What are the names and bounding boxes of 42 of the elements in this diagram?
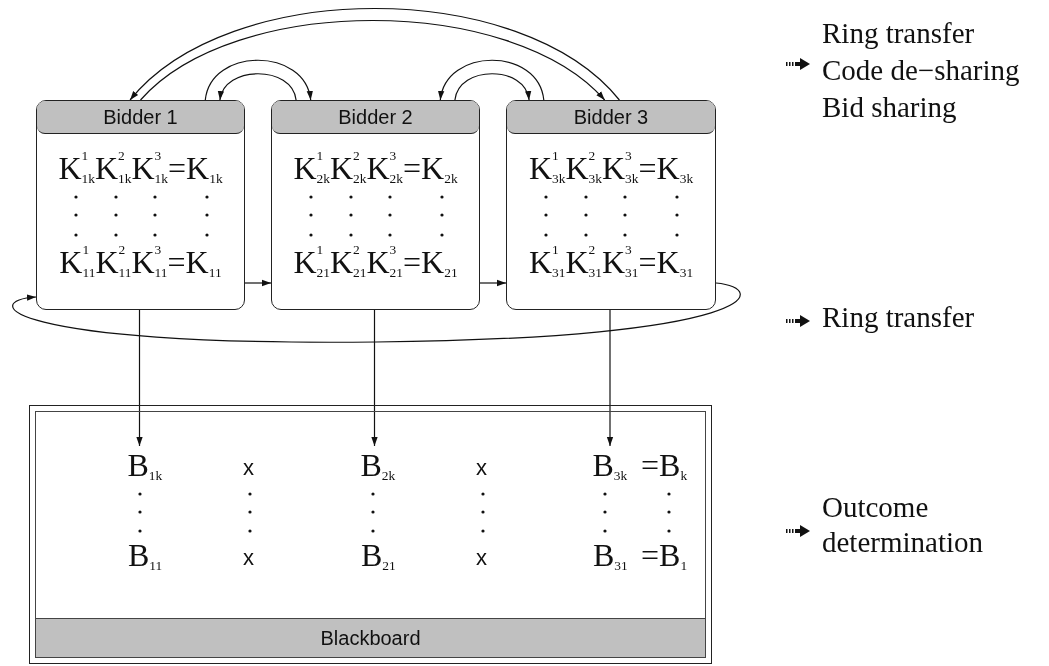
- bidder-panel: [506, 100, 716, 310]
- formula: K$^{1}$$_{2k}$K$^{2}$$_{2k}$K$^{3}$$_{2k}$=K$_{2k}$: [292, 149, 459, 188]
- formula: K$^{1}$$_{31}$K$^{2}$$_{31}$K$^{3}$$_{31}$=K$_{31}$: [527, 243, 695, 282]
- formula: K$^{1}$$_{21}$K$^{2}$$_{21}$K$^{3}$$_{21}$=K$_{21}$: [292, 243, 459, 282]
- operator-text: x: [476, 455, 487, 482]
- step-label: Bid sharing: [822, 90, 958, 125]
- formula: K$^{1}$$_{11}$K$^{2}$$_{11}$K$^{3}$$_{11}$=K$_{11}$: [58, 243, 223, 282]
- formula: B$_{3k}$: [592, 445, 639, 484]
- panel-header: Bidder 2: [272, 101, 479, 134]
- step-label: Code de−sharing: [822, 53, 1021, 88]
- formula: =B$_{1}$: [641, 536, 688, 575]
- operator-text: x: [243, 545, 254, 572]
- formula: B$_{11}$: [128, 536, 163, 575]
- arrow: [136, 309, 143, 447]
- panel-header: Bidder 1: [37, 101, 244, 134]
- formula: B$_{31}$: [593, 536, 628, 575]
- arrow: [12, 282, 741, 343]
- step-label: Outcome determination: [822, 490, 985, 560]
- arrow: [479, 279, 507, 287]
- arrow: [219, 73, 297, 101]
- arrow: [129, 7, 620, 101]
- arrow: [439, 59, 545, 101]
- arrow: [204, 59, 312, 101]
- arrow: [244, 279, 272, 287]
- formula: B$_{1k}$: [127, 445, 174, 484]
- formula: =B$_{k}$: [641, 446, 688, 485]
- operator-text: x: [243, 455, 254, 482]
- panel-header: Bidder 3: [507, 101, 715, 134]
- panel-footer: Blackboard: [36, 618, 705, 657]
- step-label: Ring transfer: [822, 16, 976, 51]
- arrow: [371, 309, 378, 447]
- formula: K$^{1}$$_{3k}$K$^{2}$$_{3k}$K$^{3}$$_{3k}$=K$_{3k}$: [527, 149, 695, 188]
- step-label: Ring transfer: [822, 300, 976, 335]
- operator-text: x: [476, 545, 487, 572]
- formula: B$_{21}$: [361, 536, 396, 575]
- arrow: [139, 19, 606, 101]
- formula: B$_{2k}$: [360, 445, 407, 484]
- bidder-panel: [36, 100, 245, 310]
- bidder-panel: [271, 100, 480, 310]
- arrow: [606, 309, 614, 447]
- formula: K$^{1}$$_{1k}$K$^{2}$$_{1k}$K$^{3}$$_{1k}$=K$_{1k}$: [57, 149, 224, 188]
- arrow: [454, 73, 530, 101]
